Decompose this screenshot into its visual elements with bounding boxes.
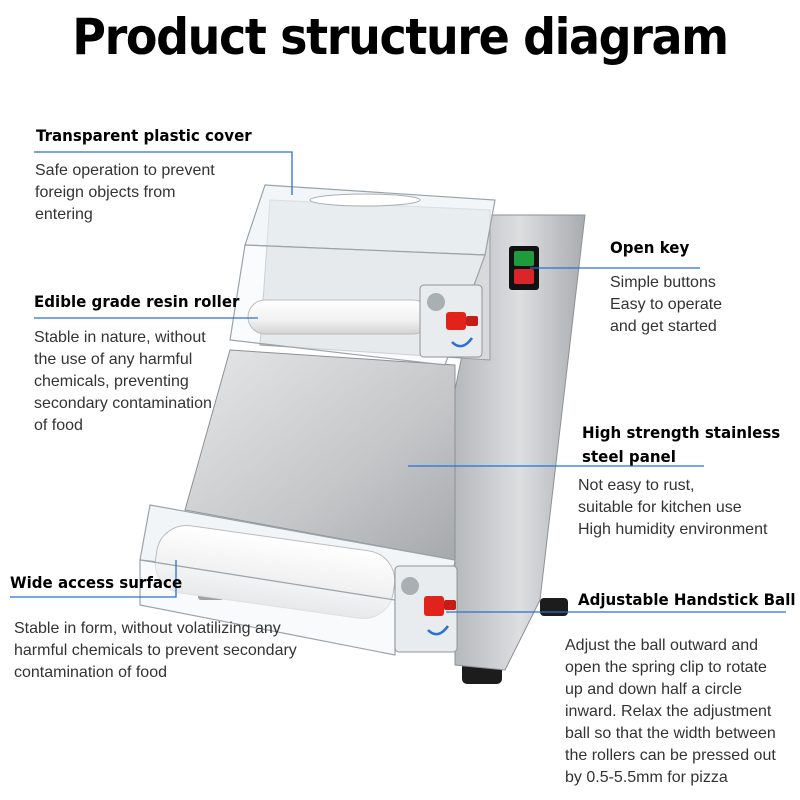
steel-panel-label-line2: steel panel	[582, 447, 676, 466]
access-surface-label: Wide access surface	[10, 573, 183, 592]
handstick-ball-description: Adjust the ball outward and open the spr…	[565, 637, 776, 786]
cover-description: Safe operation to prevent foreign object…	[35, 162, 215, 223]
wide-access-surface	[139, 504, 456, 656]
open-key-label: Open key	[610, 238, 690, 257]
lower-adjust-knob	[394, 565, 458, 653]
upper-resin-roller	[247, 299, 431, 335]
handstick-ball-label: Adjustable Handstick Ball	[578, 590, 796, 609]
steel-panel-label-line1: High strength stainless	[582, 423, 781, 442]
steel-panel-description: Not easy to rust, suitable for kitchen u…	[578, 477, 768, 538]
power-switch	[509, 246, 539, 290]
roller-label: Edible grade resin roller	[34, 292, 240, 311]
upper-adjust-knob	[419, 284, 483, 358]
cover-label: Transparent plastic cover	[36, 126, 252, 145]
open-key-description: Simple buttons Easy to operate and get s…	[610, 274, 723, 335]
roller-description: Stable in nature, without the use of any…	[34, 329, 212, 434]
access-surface-description: Stable in form, without volatilizing any…	[14, 620, 297, 681]
page-title: Product structure diagram	[72, 8, 729, 66]
